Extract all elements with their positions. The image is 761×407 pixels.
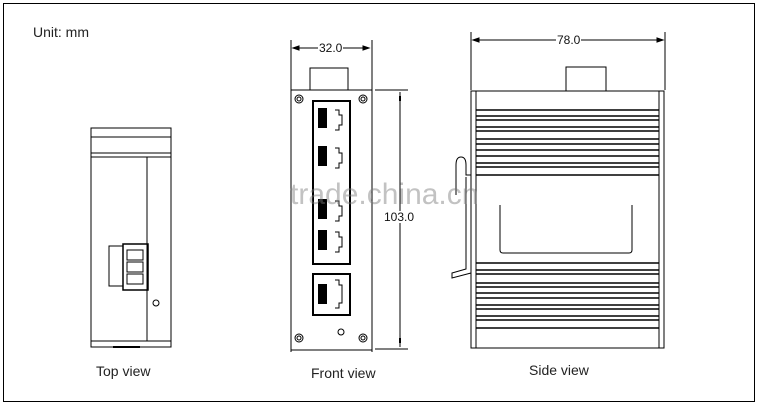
rj45-port-1	[318, 108, 343, 131]
rj45-port-5	[318, 279, 343, 309]
front-width-dimension: 32.0	[318, 41, 344, 55]
front-height-dimension: 103.0	[383, 210, 416, 224]
drawing-frame	[3, 3, 755, 402]
front-view-label: Front view	[311, 365, 376, 381]
rj45-port-3	[318, 199, 343, 222]
side-view-drawing	[451, 32, 666, 349]
front-view-drawing	[290, 40, 408, 352]
watermark: trade.china.cn	[290, 178, 479, 211]
top-view-drawing	[90, 127, 172, 348]
top-view-label: Top view	[96, 363, 151, 379]
side-view-label: Side view	[529, 362, 589, 378]
unit-label: Unit: mm	[33, 24, 89, 40]
rj45-port-2	[318, 146, 343, 169]
side-width-dimension: 78.0	[556, 33, 582, 47]
rj45-port-4	[318, 230, 343, 253]
